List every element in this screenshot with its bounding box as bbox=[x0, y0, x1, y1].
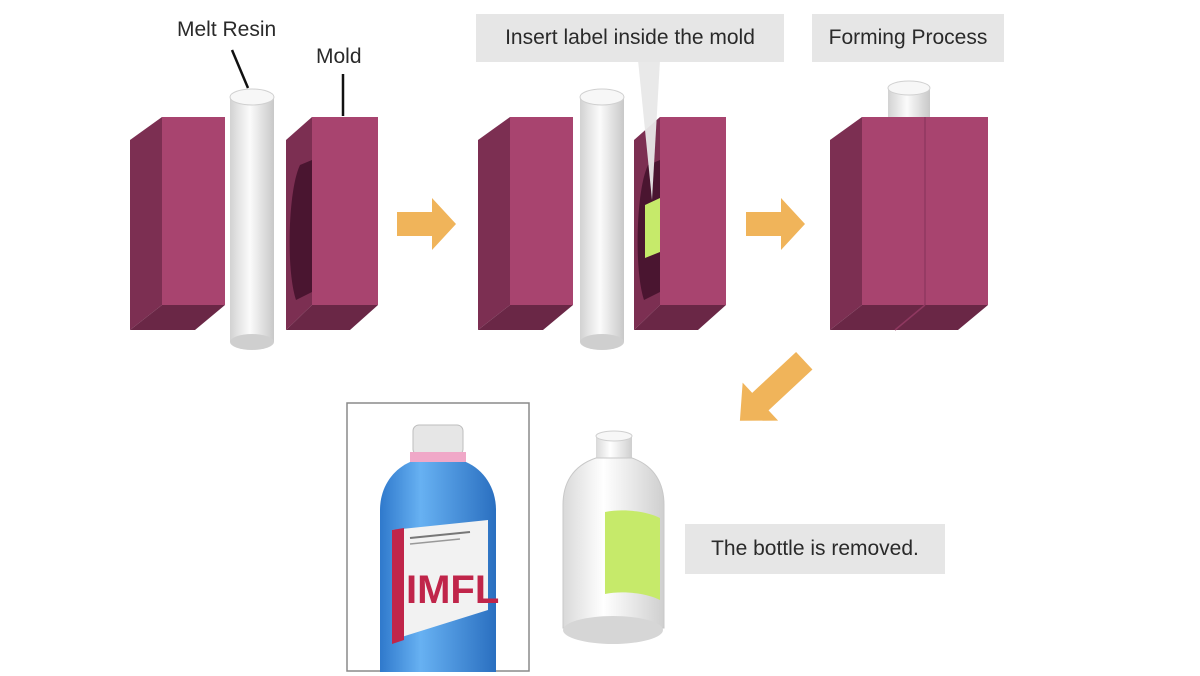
bottle-removed-caption: The bottle is removed. bbox=[685, 524, 945, 574]
arrow-step1-to-step2 bbox=[397, 198, 456, 250]
step1-mold-right bbox=[286, 117, 378, 330]
product-brand-text: IMFL bbox=[406, 568, 499, 612]
arrow-step3-to-result bbox=[739, 351, 813, 421]
removed-bottle bbox=[562, 430, 665, 644]
step2-mold-left bbox=[478, 117, 573, 330]
inserted-label bbox=[645, 198, 660, 258]
melt-resin-label: Melt Resin bbox=[177, 18, 277, 41]
mold-label: Mold bbox=[316, 45, 362, 68]
product-photo: IMFL bbox=[346, 402, 530, 672]
applied-label bbox=[605, 510, 660, 600]
step1-resin-tube bbox=[229, 88, 275, 350]
arrow-step2-to-step3 bbox=[746, 198, 805, 250]
step3-closed-mold bbox=[830, 80, 988, 331]
forming-process-caption: Forming Process bbox=[812, 14, 1004, 62]
melt-resin-leader bbox=[230, 49, 250, 89]
callout-pointer bbox=[638, 60, 660, 200]
step2-resin-tube bbox=[579, 88, 625, 350]
insert-label-caption: Insert label inside the mold bbox=[476, 14, 784, 62]
step1-mold-left bbox=[130, 117, 225, 330]
